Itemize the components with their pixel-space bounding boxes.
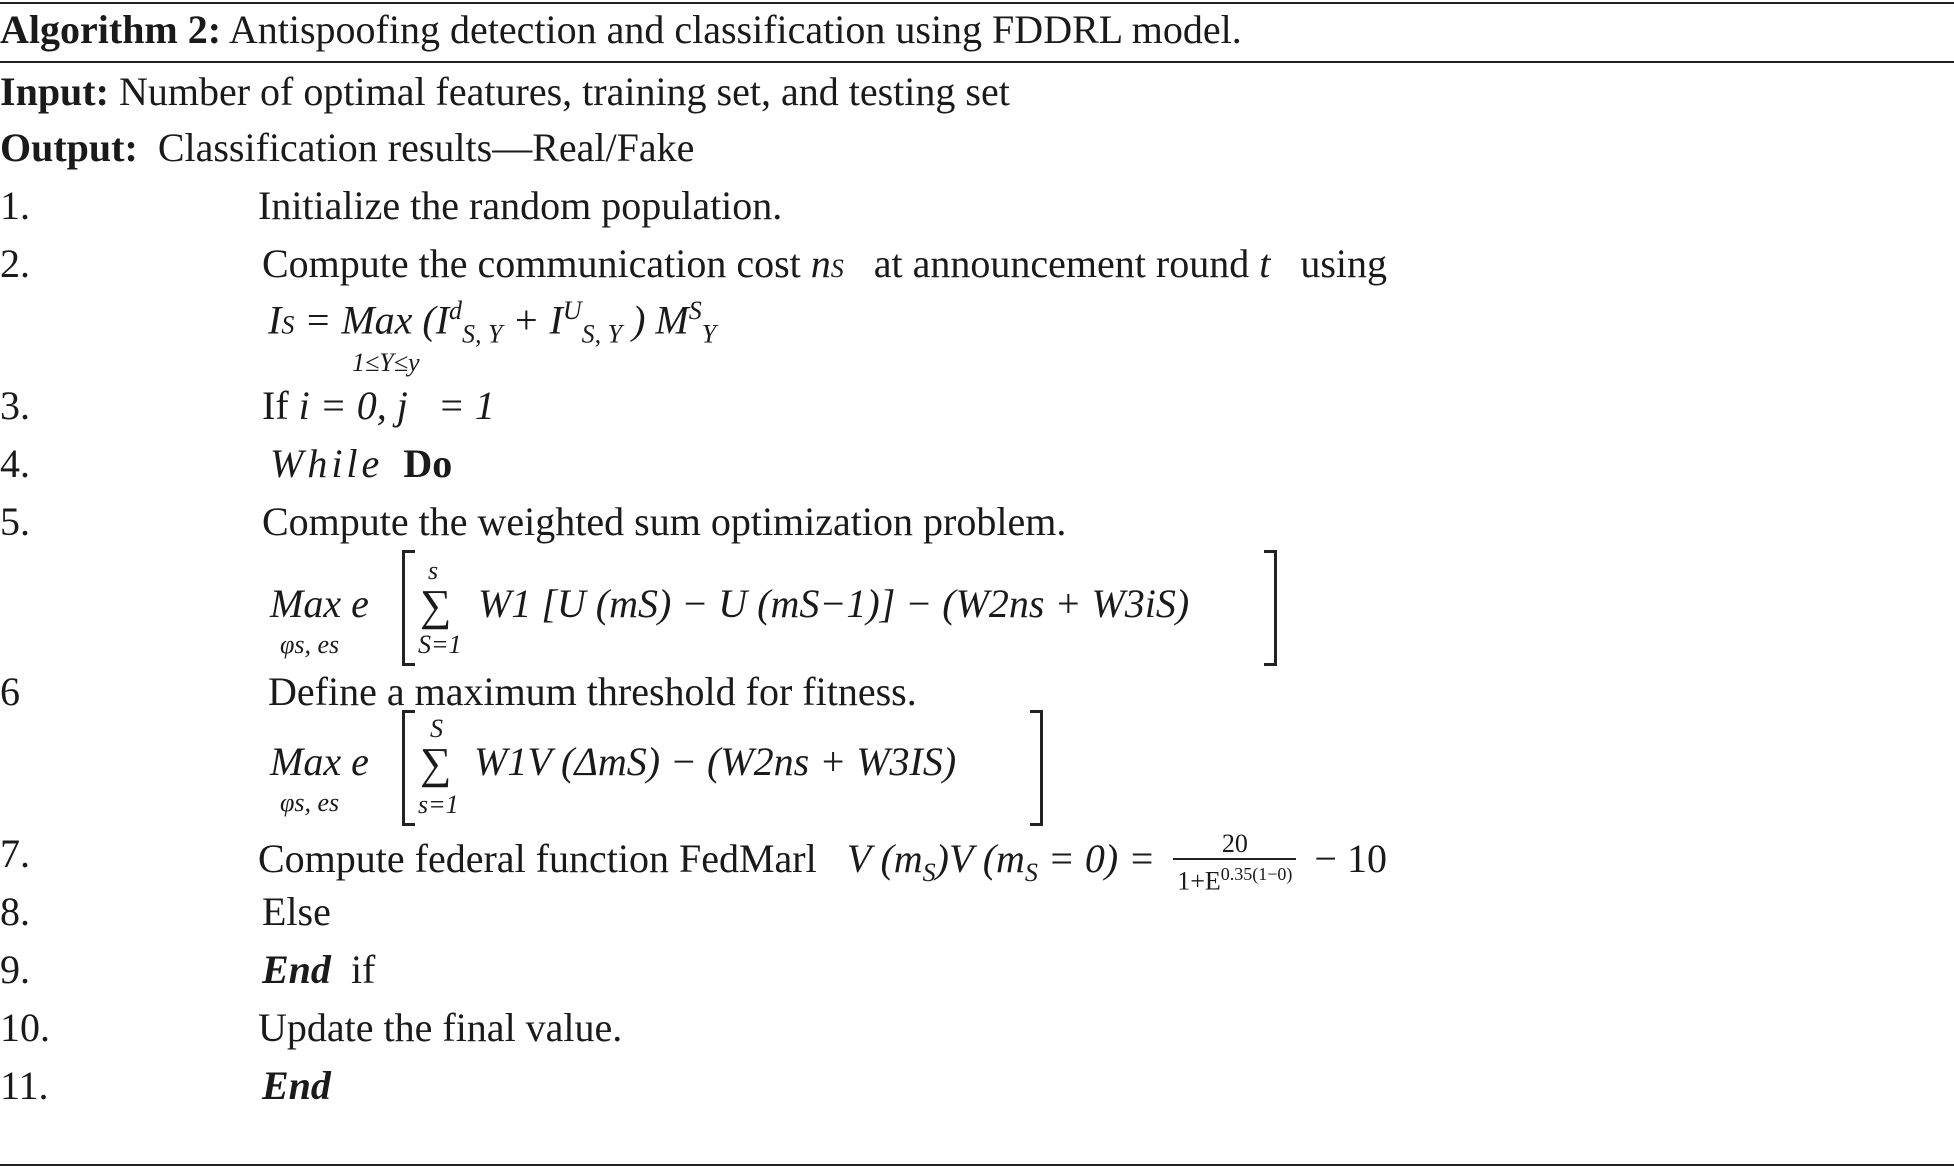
step-text: While Do [270,440,452,488]
step-number: 5. [0,499,30,544]
equation-step-6-max: Max e [270,739,369,784]
math-sup: d [449,296,463,325]
equation-step-5-body: W1 [U (mS) − U (mS−1)] − (W2ns + W3iS) [478,581,1190,626]
sum-upper: S [430,714,443,743]
math-var: I [268,297,282,343]
header-rule [0,61,1954,63]
math-expr: i = 0, j = 1 [298,383,495,428]
step-text: Compute federal function FedMarl V (mS)V… [258,830,1387,897]
right-bracket [1030,710,1043,826]
step-text: End [262,1062,331,1110]
step-number: 10. [0,1005,50,1050]
right-bracket [1264,550,1277,666]
math-sub: S, Y [581,319,623,349]
step-text-part: if [350,947,376,992]
output-label: Output: [0,125,138,170]
step-number: 4. [0,441,30,486]
left-bracket [402,710,415,826]
equation-limit: φs, es [280,630,340,659]
sum-symbol: ∑ [420,581,452,630]
math-sup: U [562,296,582,325]
equation-step-2: IS = Max (IdS, Y + IUS, Y ) MSY [268,296,716,349]
step-text: End if [262,946,375,994]
math-op: = Max [304,297,413,343]
keyword-do: Do [403,441,453,486]
step-number: 9. [0,947,30,992]
fraction-base: 1+E [1177,866,1221,896]
math-expr: ) M [632,297,689,343]
math-sub: Y [701,319,717,349]
equation-limit: φs, es [280,788,340,817]
math-var: t [1259,241,1271,286]
step-text: Define a maximum threshold for fitness. [268,669,917,714]
sum-lower: s=1 [418,790,459,819]
step-text: Update the final value. [258,1005,623,1050]
math-var: n [810,241,831,286]
step-number: 6 [0,669,20,714]
algorithm-label: Algorithm 2: [0,7,222,52]
step-number: 1. [0,183,30,228]
fraction-denominator: 1+E0.35(1−0) [1173,860,1296,896]
math-expr: V (mS)V (mS = 0) = [846,836,1156,888]
step-number: 8. [0,889,30,934]
fraction: 20 1+E0.35(1−0) [1173,830,1297,896]
math-sub: S [830,254,844,283]
math-sup: S [688,296,702,325]
step-text: If i = 0, j = 1 [262,382,495,430]
algorithm-title: Antispoofing detection and classificatio… [228,7,1242,52]
equation-step-6-body: W1V (ΔmS) − (W2ns + W3IS) [474,739,957,784]
bottom-rule [0,1164,1954,1166]
top-rule [0,2,1954,4]
math-sub: S [281,310,295,340]
left-bracket [402,550,415,666]
fraction-numerator: 20 [1173,830,1297,860]
input-label: Input: [0,69,109,114]
keyword-end: End [262,947,331,992]
output-text: Classification results—Real/Fake [157,125,695,170]
math-expr: (I [422,297,450,343]
step-text: Compute the weighted sum optimization pr… [262,499,1067,544]
step-text: Else [262,889,331,934]
step-number: 2. [0,241,30,286]
sum-symbol: ∑ [420,739,452,788]
algorithm-header: Algorithm 2: Antispoofing detection and … [0,6,1242,54]
equation-step-5-max: Max e [270,581,369,626]
math-sub: S, Y [462,319,503,349]
step-text-part: using [1300,241,1388,286]
equation-limit: 1≤Y≤y [352,348,420,377]
math-expr: − 10 [1314,836,1387,882]
output-line: Output: Classification results—Real/Fake [0,124,694,172]
keyword-end: End [262,1063,331,1108]
step-text: Compute the communication cost nS at ann… [262,240,1387,293]
step-text-part: Compute federal function FedMarl [258,836,817,882]
step-number: 3. [0,383,30,428]
step-number: 7. [0,831,30,876]
sum-lower: S=1 [418,630,462,659]
step-text-part: If [262,383,289,428]
keyword-while: While [270,441,384,486]
math-expr: + I [512,297,563,343]
input-text: Number of optimal features, training set… [118,69,1010,114]
fraction-exponent: 0.35(1−0) [1220,864,1293,884]
step-text-part: Compute the communication cost [262,241,801,286]
step-text: Initialize the random population. [258,183,783,228]
input-line: Input: Number of optimal features, train… [0,68,1010,116]
step-text-part: at announcement round [873,241,1250,286]
step-number: 11. [0,1063,49,1108]
sum-upper: s [428,556,439,585]
